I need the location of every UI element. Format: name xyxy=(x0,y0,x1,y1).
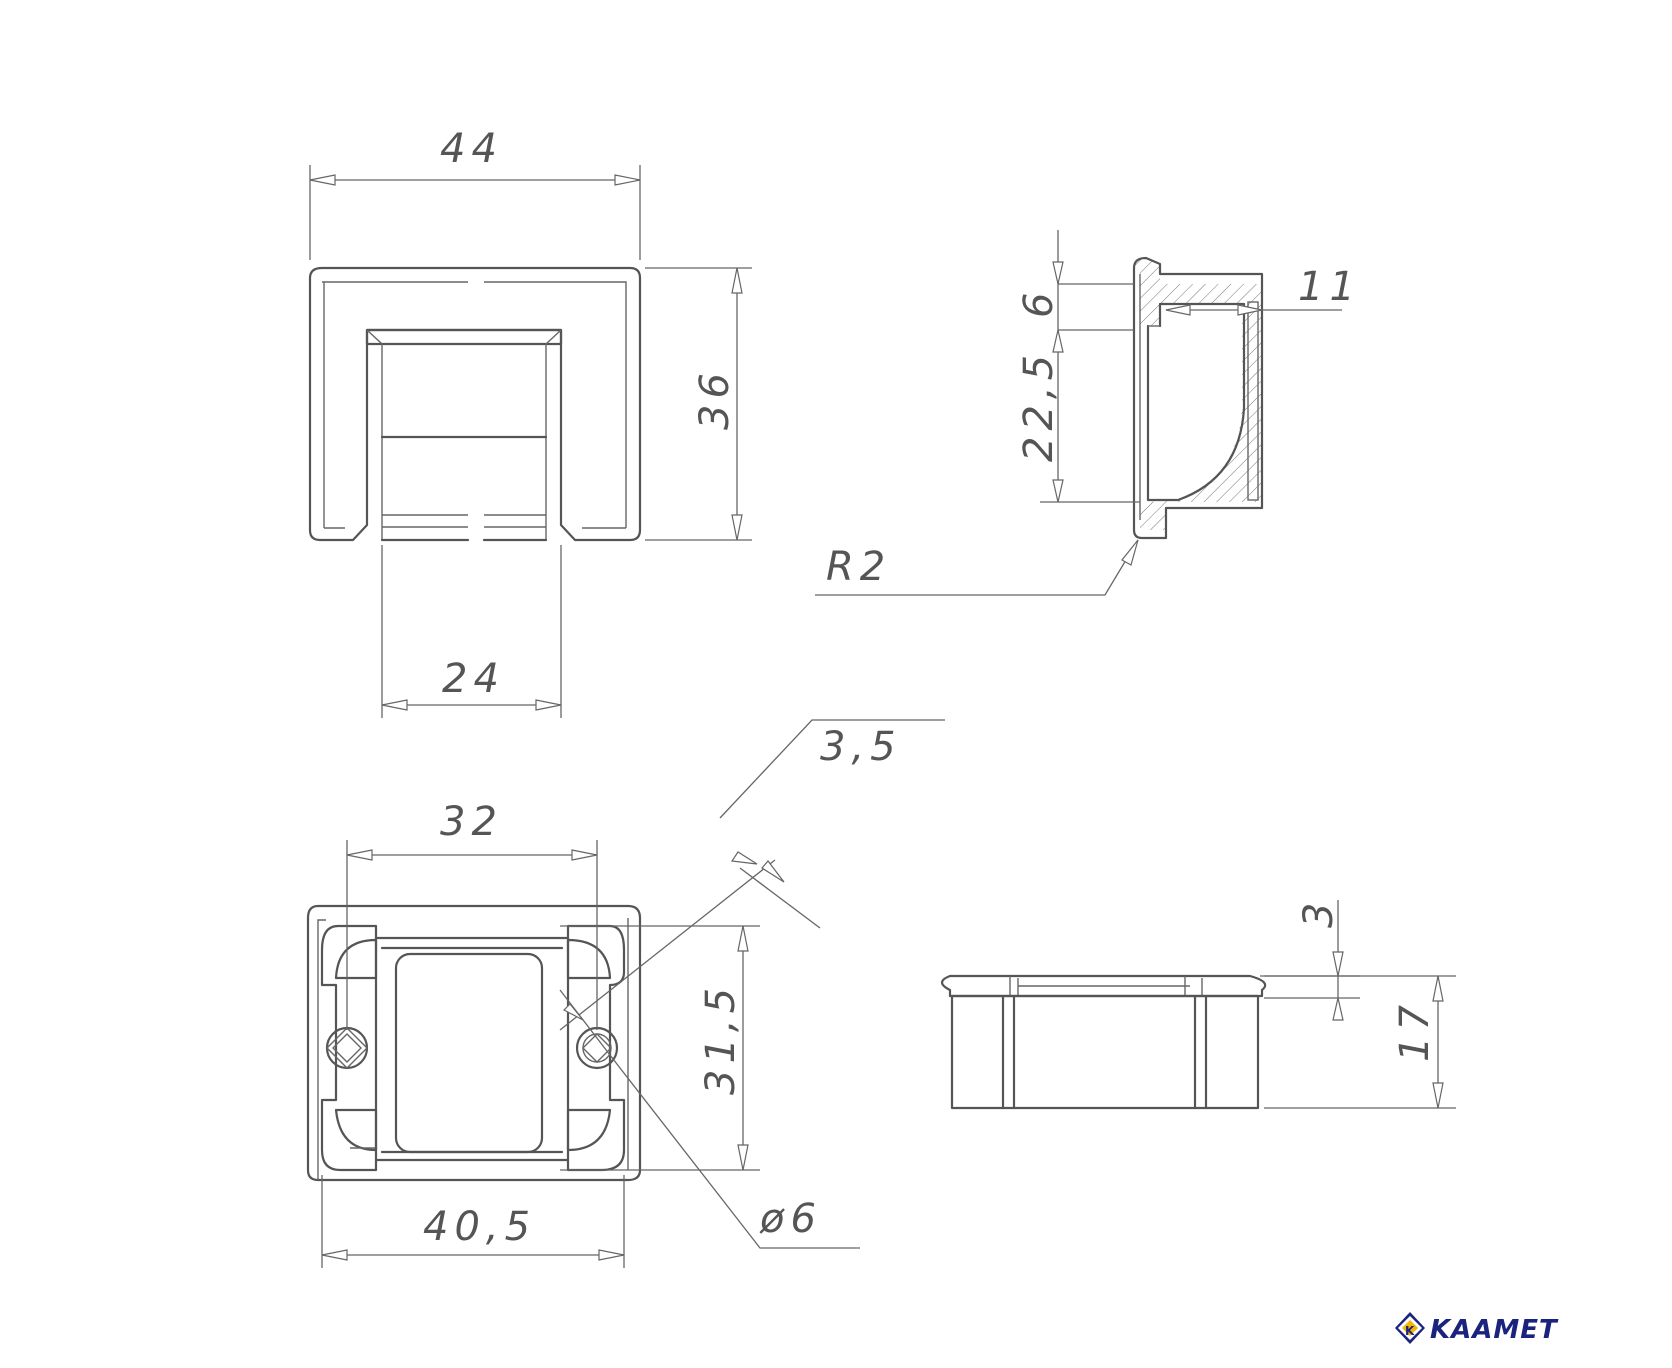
dim-32-label: 32 xyxy=(440,799,503,845)
bottom-view: 32 40,5 31,5 3,5 ø6 xyxy=(306,719,945,1268)
dim-11-label: 11 xyxy=(1298,264,1361,310)
dim-40-5-label: 40,5 xyxy=(423,1204,536,1250)
dim-o6-label: ø6 xyxy=(759,1196,822,1242)
dim-44-label: 44 xyxy=(440,126,503,172)
dim-24-label: 24 xyxy=(442,656,505,702)
dim-r2-label: R2 xyxy=(826,544,891,590)
section-view: 6 22,5 11 R2 xyxy=(815,230,1361,596)
dim-22-5-label: 22,5 xyxy=(1016,349,1062,462)
logo-mark: K xyxy=(1405,1324,1415,1338)
dim-6-label: 6 xyxy=(1016,287,1062,318)
dim-3-5-label: 3,5 xyxy=(820,724,902,770)
top-view: 44 36 24 xyxy=(308,126,752,718)
dim-3-label: 3 xyxy=(1296,897,1342,928)
kaamet-logo: K KAAMET xyxy=(1395,1312,1559,1345)
dim-36-label: 36 xyxy=(692,367,738,430)
dim-31-5-label: 31,5 xyxy=(698,982,744,1095)
side-view: 3 17 xyxy=(940,897,1456,1110)
logo-text: KAAMET xyxy=(1430,1315,1559,1345)
dim-17-label: 17 xyxy=(1392,999,1438,1062)
